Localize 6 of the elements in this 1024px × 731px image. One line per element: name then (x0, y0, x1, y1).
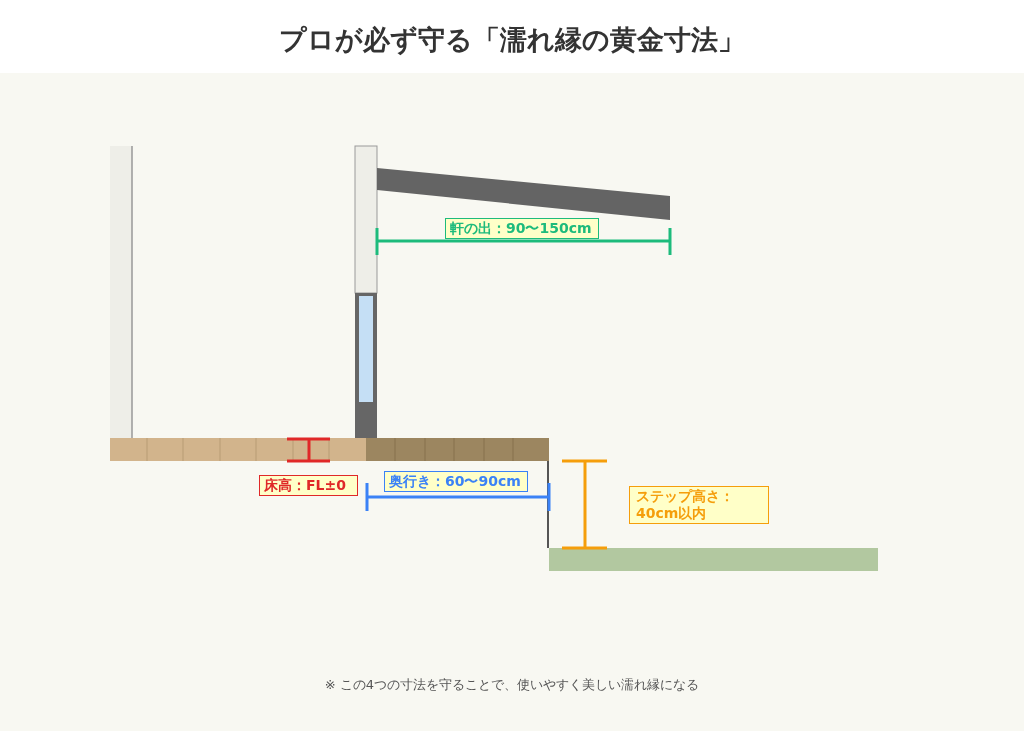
title: プロが必ず守る「濡れ縁の黄金寸法」 (278, 23, 746, 57)
dimension-label: ステップ高さ：40cm以内 (629, 486, 769, 524)
dimension-label: 軒の出：90〜150cm (445, 218, 599, 239)
dimension-label: 奥行き：60〜90cm (384, 471, 528, 492)
caption: ※ この4つの寸法を守ることで、使いやすく美しい濡れ縁になる (323, 676, 701, 694)
dimension-label: 床高：FL±0 (259, 475, 358, 496)
